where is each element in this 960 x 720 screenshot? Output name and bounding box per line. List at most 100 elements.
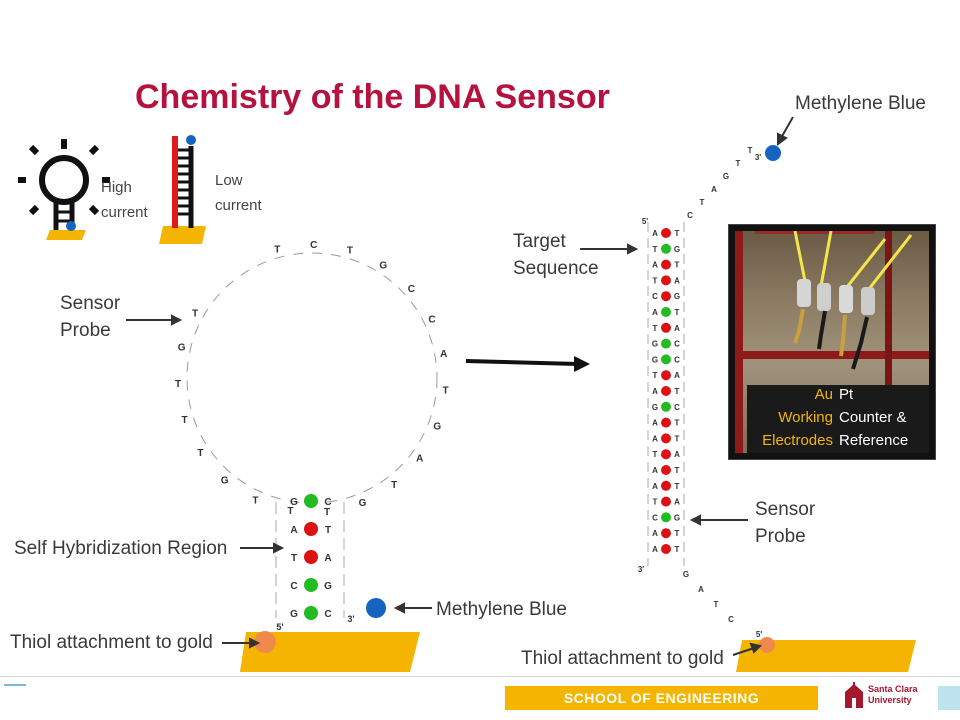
duplex-three-prime-label: 3': [638, 565, 644, 574]
five-prime-label: 5': [276, 622, 283, 632]
corner-accent: [938, 686, 960, 710]
target-tail-base: T: [736, 159, 741, 168]
probe-base: T: [675, 419, 680, 428]
duplex-pair-dot: [661, 370, 671, 381]
footer-divider: [0, 676, 960, 677]
duplex-pair-dot: [661, 386, 671, 396]
stem-base-left: G: [290, 497, 298, 508]
duplex-pair-dot: [661, 338, 671, 349]
target-base: A: [652, 529, 658, 538]
probe-base: T: [675, 229, 680, 238]
probe-base: T: [675, 466, 680, 475]
right-arrow-icon: [465, 356, 590, 372]
probe-base: T: [675, 482, 680, 491]
duplex-pair-dot: [661, 307, 671, 317]
target-base: T: [653, 450, 658, 459]
thiol-dot-right: [759, 637, 775, 653]
duplex-pair-dot: [661, 496, 671, 507]
target-tail-base: A: [711, 185, 717, 194]
loop-base: T: [442, 386, 448, 397]
target-base: G: [652, 340, 658, 349]
target-base: T: [653, 498, 658, 507]
duplex-pair-dot: [661, 354, 671, 365]
target-base: T: [653, 245, 658, 254]
stem-base-left: T: [291, 553, 297, 564]
target-base: T: [653, 276, 658, 285]
bottom-five-prime-label: 5': [756, 630, 762, 639]
three-prime-label: 3': [347, 614, 354, 624]
duplex-pair-dot: [661, 322, 671, 333]
methylene-blue-dot-top: [765, 145, 781, 161]
probe-base: A: [674, 498, 680, 507]
probe-base: G: [674, 513, 680, 522]
target-tail-base: T: [700, 198, 705, 207]
target-tail-base: T: [748, 146, 753, 155]
target-tail-base: C: [687, 211, 693, 220]
probe-base: C: [674, 340, 680, 349]
target-base: T: [653, 371, 658, 380]
probe-base: T: [675, 545, 680, 554]
base-pair-dot: [304, 606, 318, 620]
loop-base: T: [287, 506, 293, 517]
probe-base: A: [674, 371, 680, 380]
stem-base-right: G: [324, 581, 332, 592]
base-pair-dot: [304, 522, 318, 536]
base-pair-dot: [304, 578, 318, 592]
stem-base-right: T: [325, 525, 331, 536]
stem-base-right: C: [324, 609, 331, 620]
methylene-blue-bottom-label: Methylene Blue: [436, 599, 567, 620]
stem-base-right: A: [324, 553, 331, 564]
target-base: A: [652, 229, 658, 238]
loop-base: A: [416, 454, 423, 465]
page-title: Chemistry of the DNA Sensor: [135, 78, 610, 116]
target-base: C: [652, 513, 658, 522]
stem-base-left: G: [290, 609, 298, 620]
thiol-right-label: Thiol attachment to gold: [521, 648, 724, 669]
self-hybridization-label: Self Hybridization Region: [14, 538, 228, 559]
duplex-pair-dot: [661, 291, 671, 302]
duplex-pair-dot: [661, 228, 671, 238]
loop-base: T: [197, 448, 203, 459]
duplex-pair-dot: [661, 449, 671, 460]
loop-base: G: [433, 421, 441, 432]
gold-electrode-right: [736, 640, 916, 672]
loop-base: G: [379, 261, 387, 272]
loop-base: T: [391, 480, 397, 491]
duplex-pair-dot: [661, 512, 671, 523]
base-pair-dot: [304, 494, 318, 508]
loop-base: T: [192, 309, 198, 320]
loop-base: T: [175, 379, 181, 390]
school-of-engineering-banner: SCHOOL OF ENGINEERING: [505, 686, 818, 710]
target-base: A: [652, 466, 658, 475]
probe-base: T: [675, 434, 680, 443]
probe-tail-base: T: [714, 600, 719, 609]
duplex-pair-dot: [661, 401, 671, 412]
loop-base: T: [181, 415, 187, 426]
probe-tail-base: G: [683, 570, 689, 579]
target-base: A: [652, 434, 658, 443]
duplex-pair-dot: [661, 465, 671, 475]
target-base: C: [652, 292, 658, 301]
ladder-icon: [159, 135, 206, 244]
target-base: A: [652, 261, 658, 270]
target-base: G: [652, 355, 658, 364]
probe-tail-base: A: [698, 585, 704, 594]
loop-base: T: [347, 246, 353, 257]
probe-base: G: [674, 245, 680, 254]
loop-base: C: [428, 314, 435, 325]
base-pair-dot: [304, 550, 318, 564]
thiol-dot-left: [254, 631, 276, 653]
target-base: A: [652, 482, 658, 491]
gold-electrode-left: [240, 632, 420, 672]
